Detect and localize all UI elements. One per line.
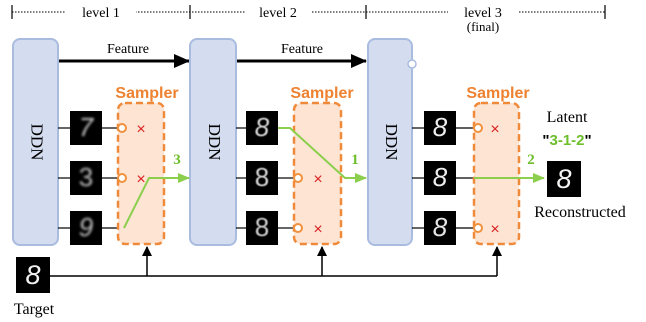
reject-icon: ×: [490, 221, 499, 238]
ddn-block-1: DDN: [12, 38, 59, 246]
ddn-label-2: DDN: [205, 124, 224, 161]
level-1-samples: 7 3 9: [70, 111, 102, 245]
svg-text:8: 8: [255, 212, 269, 242]
sampler-3: Sampler: [466, 85, 530, 246]
selection-2: 1: [351, 152, 359, 168]
svg-text:8: 8: [433, 212, 448, 242]
target-digit: 8: [16, 257, 50, 293]
selection-3: 2: [527, 152, 535, 168]
digit-thumbnail: 9: [70, 211, 102, 245]
latent-output: Latent "3-1-2" 8 Reconstructed: [534, 109, 626, 221]
level-3-label: level 3: [464, 6, 502, 21]
reject-icon: ×: [136, 171, 145, 188]
digit-thumbnail: 3: [70, 161, 102, 195]
level-3-samples: 8 8 8: [424, 111, 456, 245]
svg-text:8: 8: [556, 164, 571, 194]
sampler-1: Sampler: [115, 85, 179, 246]
svg-text:3: 3: [79, 162, 93, 192]
latent-code: "3-1-2": [542, 132, 591, 149]
svg-text:8: 8: [255, 162, 269, 192]
ddn-block-2: DDN: [189, 38, 237, 246]
sampler-label-2: Sampler: [290, 85, 353, 102]
svg-text:8: 8: [255, 112, 270, 142]
svg-text:9: 9: [79, 212, 93, 242]
digit-thumbnail: 8: [424, 211, 456, 245]
reject-icon: ×: [313, 221, 322, 238]
svg-text:8: 8: [433, 112, 448, 142]
target-feedback: 8 Target: [14, 246, 502, 318]
digit-thumbnail: 8: [246, 161, 278, 195]
reconstructed-label: Reconstructed: [534, 204, 626, 221]
digit-thumbnail: 8: [424, 161, 456, 195]
level-2-label: level 2: [259, 6, 297, 21]
ddn-label-3: DDN: [382, 124, 401, 161]
ddn-label-1: DDN: [28, 124, 47, 161]
latent-title: Latent: [547, 109, 588, 126]
level-2-samples: 8 8 8: [246, 111, 278, 245]
feature-label-2: Feature: [281, 42, 323, 57]
sampler-label-1: Sampler: [115, 85, 178, 102]
sampler-3-internals: × × 2: [473, 121, 545, 238]
reject-icon: ×: [136, 121, 145, 138]
sampler-1-internals: × × 3: [117, 121, 190, 229]
level-3-final-label: (final): [467, 19, 499, 34]
digit-thumbnail: 7: [70, 111, 102, 145]
sampler-label-3: Sampler: [466, 85, 529, 102]
svg-text:8: 8: [433, 162, 448, 192]
selection-1: 3: [173, 152, 181, 168]
sampler-2-internals: × × 1: [278, 127, 367, 238]
reject-icon: ×: [490, 121, 499, 138]
digit-thumbnail: 8: [246, 111, 278, 145]
svg-text:7: 7: [79, 112, 95, 142]
feature-flow: Feature Feature: [58, 42, 367, 68]
sampler-2: Sampler: [290, 85, 354, 246]
feature-label-1: Feature: [107, 42, 149, 57]
reconstructed-digit: 8: [547, 161, 581, 197]
reject-icon: ×: [313, 171, 322, 188]
digit-thumbnail: 8: [424, 111, 456, 145]
level-header: level 1 level 2 level 3 (final): [11, 3, 606, 34]
digit-thumbnail: 8: [246, 211, 278, 245]
ddn-output-lines: [58, 127, 474, 229]
svg-text:8: 8: [25, 260, 40, 290]
ddn-block-3: DDN: [367, 38, 417, 246]
target-label: Target: [14, 301, 55, 318]
level-1-label: level 1: [82, 6, 120, 21]
